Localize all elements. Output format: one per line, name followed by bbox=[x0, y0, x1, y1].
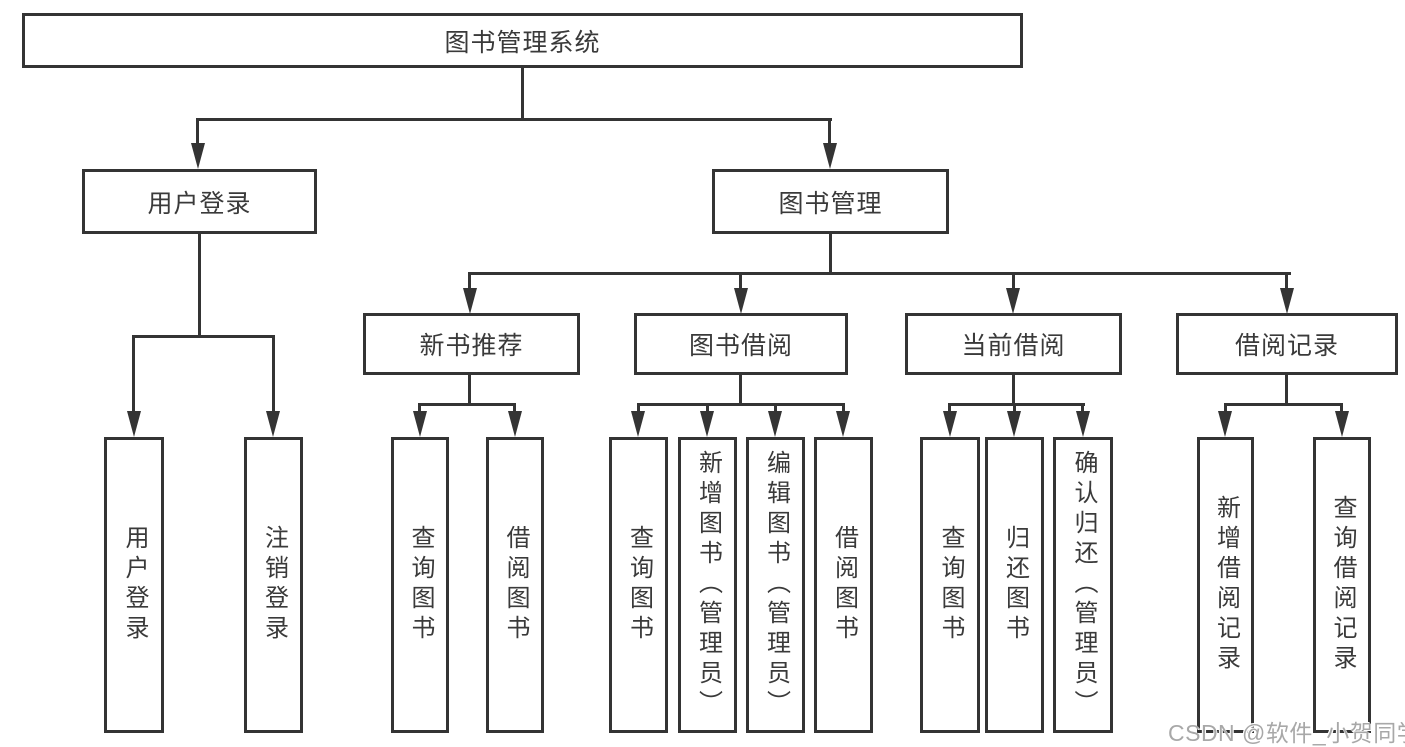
node-leaf-query-books-recommend: 查询图书 bbox=[391, 437, 449, 733]
arrow-down-icon bbox=[1335, 411, 1349, 437]
node-label: 当前借阅 bbox=[961, 332, 1066, 360]
node-leaf-edit-books-admin: 编辑图书（管理员） bbox=[746, 437, 805, 733]
arrow-down-icon bbox=[1076, 411, 1090, 437]
connector-vline bbox=[774, 403, 777, 413]
node-label: 查询图书 bbox=[937, 525, 964, 645]
connector-hline bbox=[196, 118, 832, 121]
node-label: 查询图书 bbox=[625, 525, 653, 645]
arrow-down-icon bbox=[734, 288, 748, 314]
connector-vline bbox=[739, 272, 742, 290]
node-leaf-logout: 注销登录 bbox=[244, 437, 303, 733]
node-label: 新增图书（管理员） bbox=[694, 450, 722, 720]
arrow-down-icon bbox=[700, 411, 714, 437]
node-library-management-system: 图书管理系统 bbox=[22, 13, 1023, 68]
node-leaf-add-borrow-record: 新增借阅记录 bbox=[1197, 437, 1254, 733]
arrow-down-icon bbox=[836, 411, 850, 437]
connector-vline bbox=[521, 66, 524, 121]
arrow-down-icon bbox=[127, 411, 141, 437]
node-label: 新增借阅记录 bbox=[1212, 495, 1240, 675]
connector-vline bbox=[706, 403, 709, 413]
arrow-down-icon bbox=[823, 143, 837, 169]
connector-vline bbox=[739, 375, 742, 406]
arrow-down-icon bbox=[1218, 411, 1232, 437]
node-label: 归还图书 bbox=[1001, 525, 1029, 645]
arrow-down-icon bbox=[1006, 288, 1020, 314]
node-book-borrowing: 图书借阅 bbox=[634, 313, 848, 375]
csdn-watermark: CSDN @软件_小贺同学 bbox=[1168, 720, 1405, 746]
arrow-down-icon bbox=[266, 411, 280, 437]
node-label: 确认归还（管理员） bbox=[1070, 450, 1097, 720]
connector-vline bbox=[1224, 403, 1227, 413]
node-new-book-recommend: 新书推荐 bbox=[363, 313, 580, 375]
arrow-down-icon bbox=[1007, 411, 1021, 437]
connector-vline bbox=[1285, 272, 1288, 290]
connector-hline bbox=[637, 403, 845, 406]
node-leaf-return-books: 归还图书 bbox=[985, 437, 1044, 733]
connector-vline bbox=[1285, 375, 1288, 406]
node-label: 图书管理系统 bbox=[444, 28, 601, 57]
connector-vline bbox=[198, 233, 201, 337]
node-label: 用户登录 bbox=[121, 525, 148, 645]
node-leaf-borrow-books-recommend: 借阅图书 bbox=[486, 437, 544, 733]
connector-vline bbox=[468, 272, 471, 290]
connector-vline bbox=[828, 118, 831, 146]
node-label: 图书管理 bbox=[778, 189, 883, 218]
connector-hline bbox=[948, 403, 1085, 406]
arrow-down-icon bbox=[768, 411, 782, 437]
node-leaf-borrow-books: 借阅图书 bbox=[814, 437, 873, 733]
node-user-login: 用户登录 bbox=[82, 169, 317, 234]
connector-vline bbox=[829, 234, 832, 275]
connector-vline bbox=[1012, 375, 1015, 406]
node-leaf-user-login: 用户登录 bbox=[104, 437, 164, 733]
arrow-down-icon bbox=[943, 411, 957, 437]
connector-hline bbox=[418, 403, 516, 406]
connector-vline bbox=[948, 403, 951, 413]
connector-vline bbox=[1013, 403, 1016, 413]
node-book-management: 图书管理 bbox=[712, 169, 949, 234]
node-label: 借阅图书 bbox=[502, 525, 529, 645]
node-label: 图书借阅 bbox=[688, 332, 793, 360]
arrow-down-icon bbox=[413, 411, 427, 437]
node-label: 查询借阅记录 bbox=[1329, 495, 1356, 675]
node-label: 借阅图书 bbox=[830, 525, 858, 645]
connector-vline bbox=[1340, 403, 1343, 413]
node-label: 用户登录 bbox=[147, 189, 252, 218]
connector-hline bbox=[468, 272, 1291, 275]
connector-vline bbox=[272, 335, 275, 413]
arrow-down-icon bbox=[1280, 288, 1294, 314]
node-current-borrowing: 当前借阅 bbox=[905, 313, 1122, 375]
connector-vline bbox=[468, 375, 471, 406]
arrow-down-icon bbox=[463, 288, 477, 314]
node-leaf-query-books-current: 查询图书 bbox=[920, 437, 980, 733]
node-label: 注销登录 bbox=[260, 525, 288, 645]
node-leaf-query-books: 查询图书 bbox=[609, 437, 668, 733]
connector-hline bbox=[132, 335, 275, 338]
connector-vline bbox=[637, 403, 640, 413]
connector-vline bbox=[1081, 403, 1084, 413]
node-label: 新书推荐 bbox=[419, 332, 524, 360]
node-label: 借阅记录 bbox=[1234, 332, 1339, 360]
connector-vline bbox=[196, 118, 199, 146]
connector-vline bbox=[842, 403, 845, 413]
node-label: 查询图书 bbox=[407, 525, 434, 645]
node-label: 编辑图书（管理员） bbox=[762, 450, 790, 720]
arrow-down-icon bbox=[508, 411, 522, 437]
node-leaf-confirm-return-admin: 确认归还（管理员） bbox=[1053, 437, 1113, 733]
node-leaf-add-books-admin: 新增图书（管理员） bbox=[678, 437, 737, 733]
node-leaf-query-borrow-record: 查询借阅记录 bbox=[1313, 437, 1371, 733]
connector-vline bbox=[1012, 272, 1015, 290]
arrow-down-icon bbox=[631, 411, 645, 437]
node-borrowing-records: 借阅记录 bbox=[1176, 313, 1398, 375]
connector-vline bbox=[418, 403, 421, 413]
arrow-down-icon bbox=[191, 143, 205, 169]
connector-vline bbox=[132, 335, 135, 413]
connector-vline bbox=[513, 403, 516, 413]
connector-hline bbox=[1224, 403, 1343, 406]
